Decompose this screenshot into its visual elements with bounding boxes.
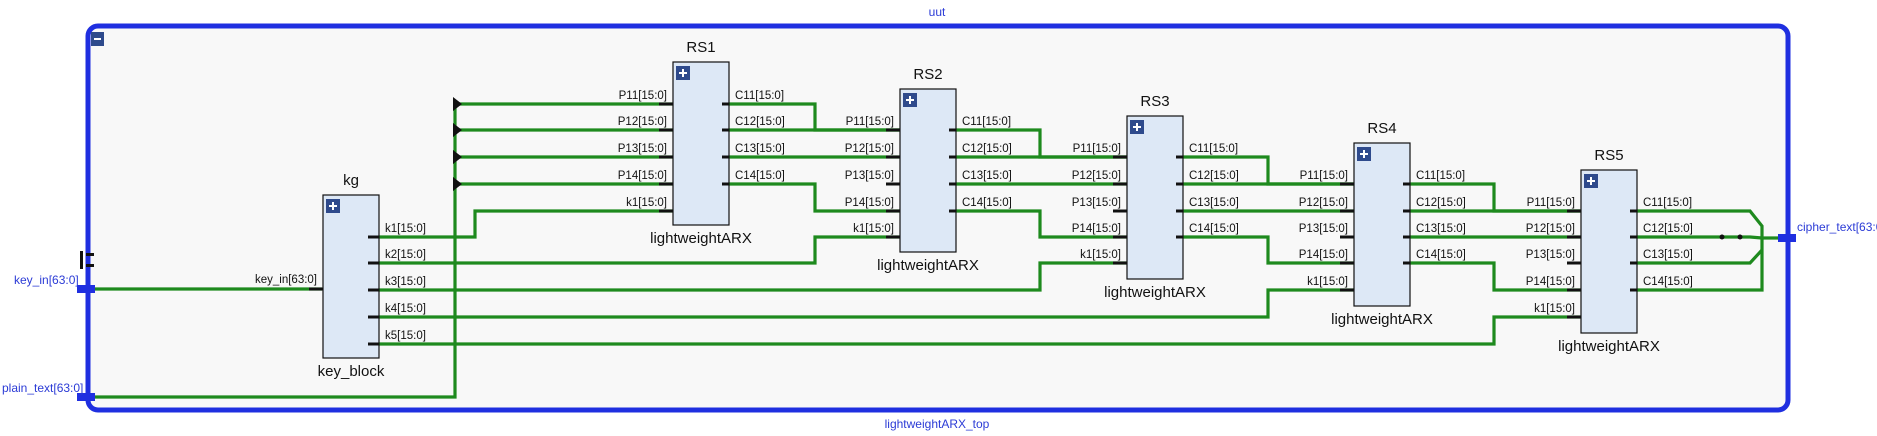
rs2-pin-c11: C11[15:0]: [962, 116, 1011, 128]
rs1-pin-p11: P11[15:0]: [619, 90, 667, 102]
rs1-pin-c14: C14[15:0]: [735, 170, 785, 182]
rs4-pin-c12: C12[15:0]: [1416, 197, 1466, 209]
rs1-pin-c13: C13[15:0]: [735, 143, 785, 155]
rs1-module-name: lightweightARX: [650, 230, 752, 247]
key-in-bus-tap: [80, 251, 94, 269]
kg-pin-k3: k3[15:0]: [385, 276, 426, 288]
rs1-pin-p13: P13[15:0]: [618, 143, 667, 155]
plain-text-port-label: plain_text[63:0]: [2, 381, 83, 395]
plain-text-port[interactable]: [77, 393, 95, 401]
rs5-pin-c14: C14[15:0]: [1643, 276, 1693, 288]
top-instance-name: uut: [929, 5, 946, 19]
kg-pin-k4: k4[15:0]: [385, 303, 426, 315]
rs1-pin-k1: k1[15:0]: [626, 197, 667, 209]
rs3-module-name: lightweightARX: [1104, 284, 1206, 301]
rs3-pin-p11: P11[15:0]: [1073, 143, 1121, 155]
rs5-module-name: lightweightARX: [1558, 338, 1660, 355]
rs2-pin-c13: C13[15:0]: [962, 170, 1012, 182]
rs5-pin-c11: C11[15:0]: [1643, 197, 1692, 209]
kg-pin-key-in: key_in[63:0]: [255, 274, 317, 286]
rs2-pin-c12: C12[15:0]: [962, 143, 1012, 155]
rs4-pin-c14: C14[15:0]: [1416, 249, 1466, 261]
junction-dot: [1737, 234, 1743, 240]
kg-block[interactable]: kg key_block key_in[63:0] k1[15:0] k2[15…: [255, 172, 426, 380]
rs5-pin-c12: C12[15:0]: [1643, 223, 1693, 235]
rs2-pin-p13: P13[15:0]: [845, 170, 894, 182]
bus-taps: [453, 97, 462, 191]
rs1-block[interactable]: RS1 lightweightARX P11[15:0] P12[15:0] P…: [618, 39, 785, 247]
rs2-pin-c14: C14[15:0]: [962, 197, 1012, 209]
collapse-button[interactable]: [91, 32, 104, 46]
top-module-name: lightweightARX_top: [885, 417, 990, 431]
cipher-text-port[interactable]: [1778, 234, 1796, 242]
rs5-pin-p13: P13[15:0]: [1526, 249, 1575, 261]
kg-pin-k1: k1[15:0]: [385, 223, 426, 235]
rs4-pin-p13: P13[15:0]: [1299, 223, 1348, 235]
kg-pin-k2: k2[15:0]: [385, 249, 426, 261]
rs2-pin-p14: P14[15:0]: [845, 197, 894, 209]
rs5-pin-p12: P12[15:0]: [1526, 223, 1575, 235]
rs4-module-name: lightweightARX: [1331, 311, 1433, 328]
rs4-pin-p11: P11[15:0]: [1300, 170, 1348, 182]
key-in-port[interactable]: [77, 285, 95, 293]
rs1-instance-name: RS1: [686, 39, 715, 56]
rs1-pin-p14: P14[15:0]: [618, 170, 667, 182]
rs4-pin-c13: C13[15:0]: [1416, 223, 1466, 235]
rs3-pin-k1: k1[15:0]: [1080, 249, 1121, 261]
rs5-pin-p14: P14[15:0]: [1526, 276, 1575, 288]
rs3-pin-p12: P12[15:0]: [1072, 170, 1121, 182]
rs4-pin-k1: k1[15:0]: [1307, 276, 1348, 288]
rs4-pin-c11: C11[15:0]: [1416, 170, 1465, 182]
rs2-pin-p11: P11[15:0]: [846, 116, 894, 128]
rs3-instance-name: RS3: [1140, 93, 1169, 110]
rs3-block[interactable]: RS3 lightweightARX P11[15:0] P12[15:0] P…: [1072, 93, 1239, 301]
rs4-instance-name: RS4: [1367, 120, 1396, 137]
rs1-pin-p12: P12[15:0]: [618, 116, 667, 128]
junction-dot: [1719, 234, 1725, 240]
rs2-module-name: lightweightARX: [877, 257, 979, 274]
rs2-block[interactable]: RS2 lightweightARX P11[15:0] P12[15:0] P…: [845, 66, 1012, 274]
rs5-block[interactable]: RS5 lightweightARX P11[15:0] P12[15:0] P…: [1526, 147, 1693, 355]
kg-module-name: key_block: [318, 363, 385, 380]
rs4-pin-p14: P14[15:0]: [1299, 249, 1348, 261]
rs4-pin-p12: P12[15:0]: [1299, 197, 1348, 209]
rs3-pin-p13: P13[15:0]: [1072, 197, 1121, 209]
rs2-pin-k1: k1[15:0]: [853, 223, 894, 235]
rs2-pin-p12: P12[15:0]: [845, 143, 894, 155]
kg-instance-name: kg: [343, 172, 359, 189]
rs5-pin-c13: C13[15:0]: [1643, 249, 1693, 261]
rs5-pin-p11: P11[15:0]: [1527, 197, 1575, 209]
rs3-pin-c12: C12[15:0]: [1189, 170, 1239, 182]
rs1-pin-c11: C11[15:0]: [735, 90, 784, 102]
kg-pin-k5: k5[15:0]: [385, 330, 426, 342]
rs1-pin-c12: C12[15:0]: [735, 116, 785, 128]
rs4-block[interactable]: RS4 lightweightARX P11[15:0] P12[15:0] P…: [1299, 120, 1466, 328]
cipher-text-port-label: cipher_text[63:0]: [1797, 220, 1877, 234]
rs3-pin-p14: P14[15:0]: [1072, 223, 1121, 235]
rs3-pin-c13: C13[15:0]: [1189, 197, 1239, 209]
rs3-pin-c14: C14[15:0]: [1189, 223, 1239, 235]
rs3-pin-c11: C11[15:0]: [1189, 143, 1238, 155]
key-in-port-label: key_in[63:0]: [14, 273, 79, 287]
rs5-pin-k1: k1[15:0]: [1534, 303, 1575, 315]
rs5-instance-name: RS5: [1594, 147, 1623, 164]
rs2-instance-name: RS2: [913, 66, 942, 83]
